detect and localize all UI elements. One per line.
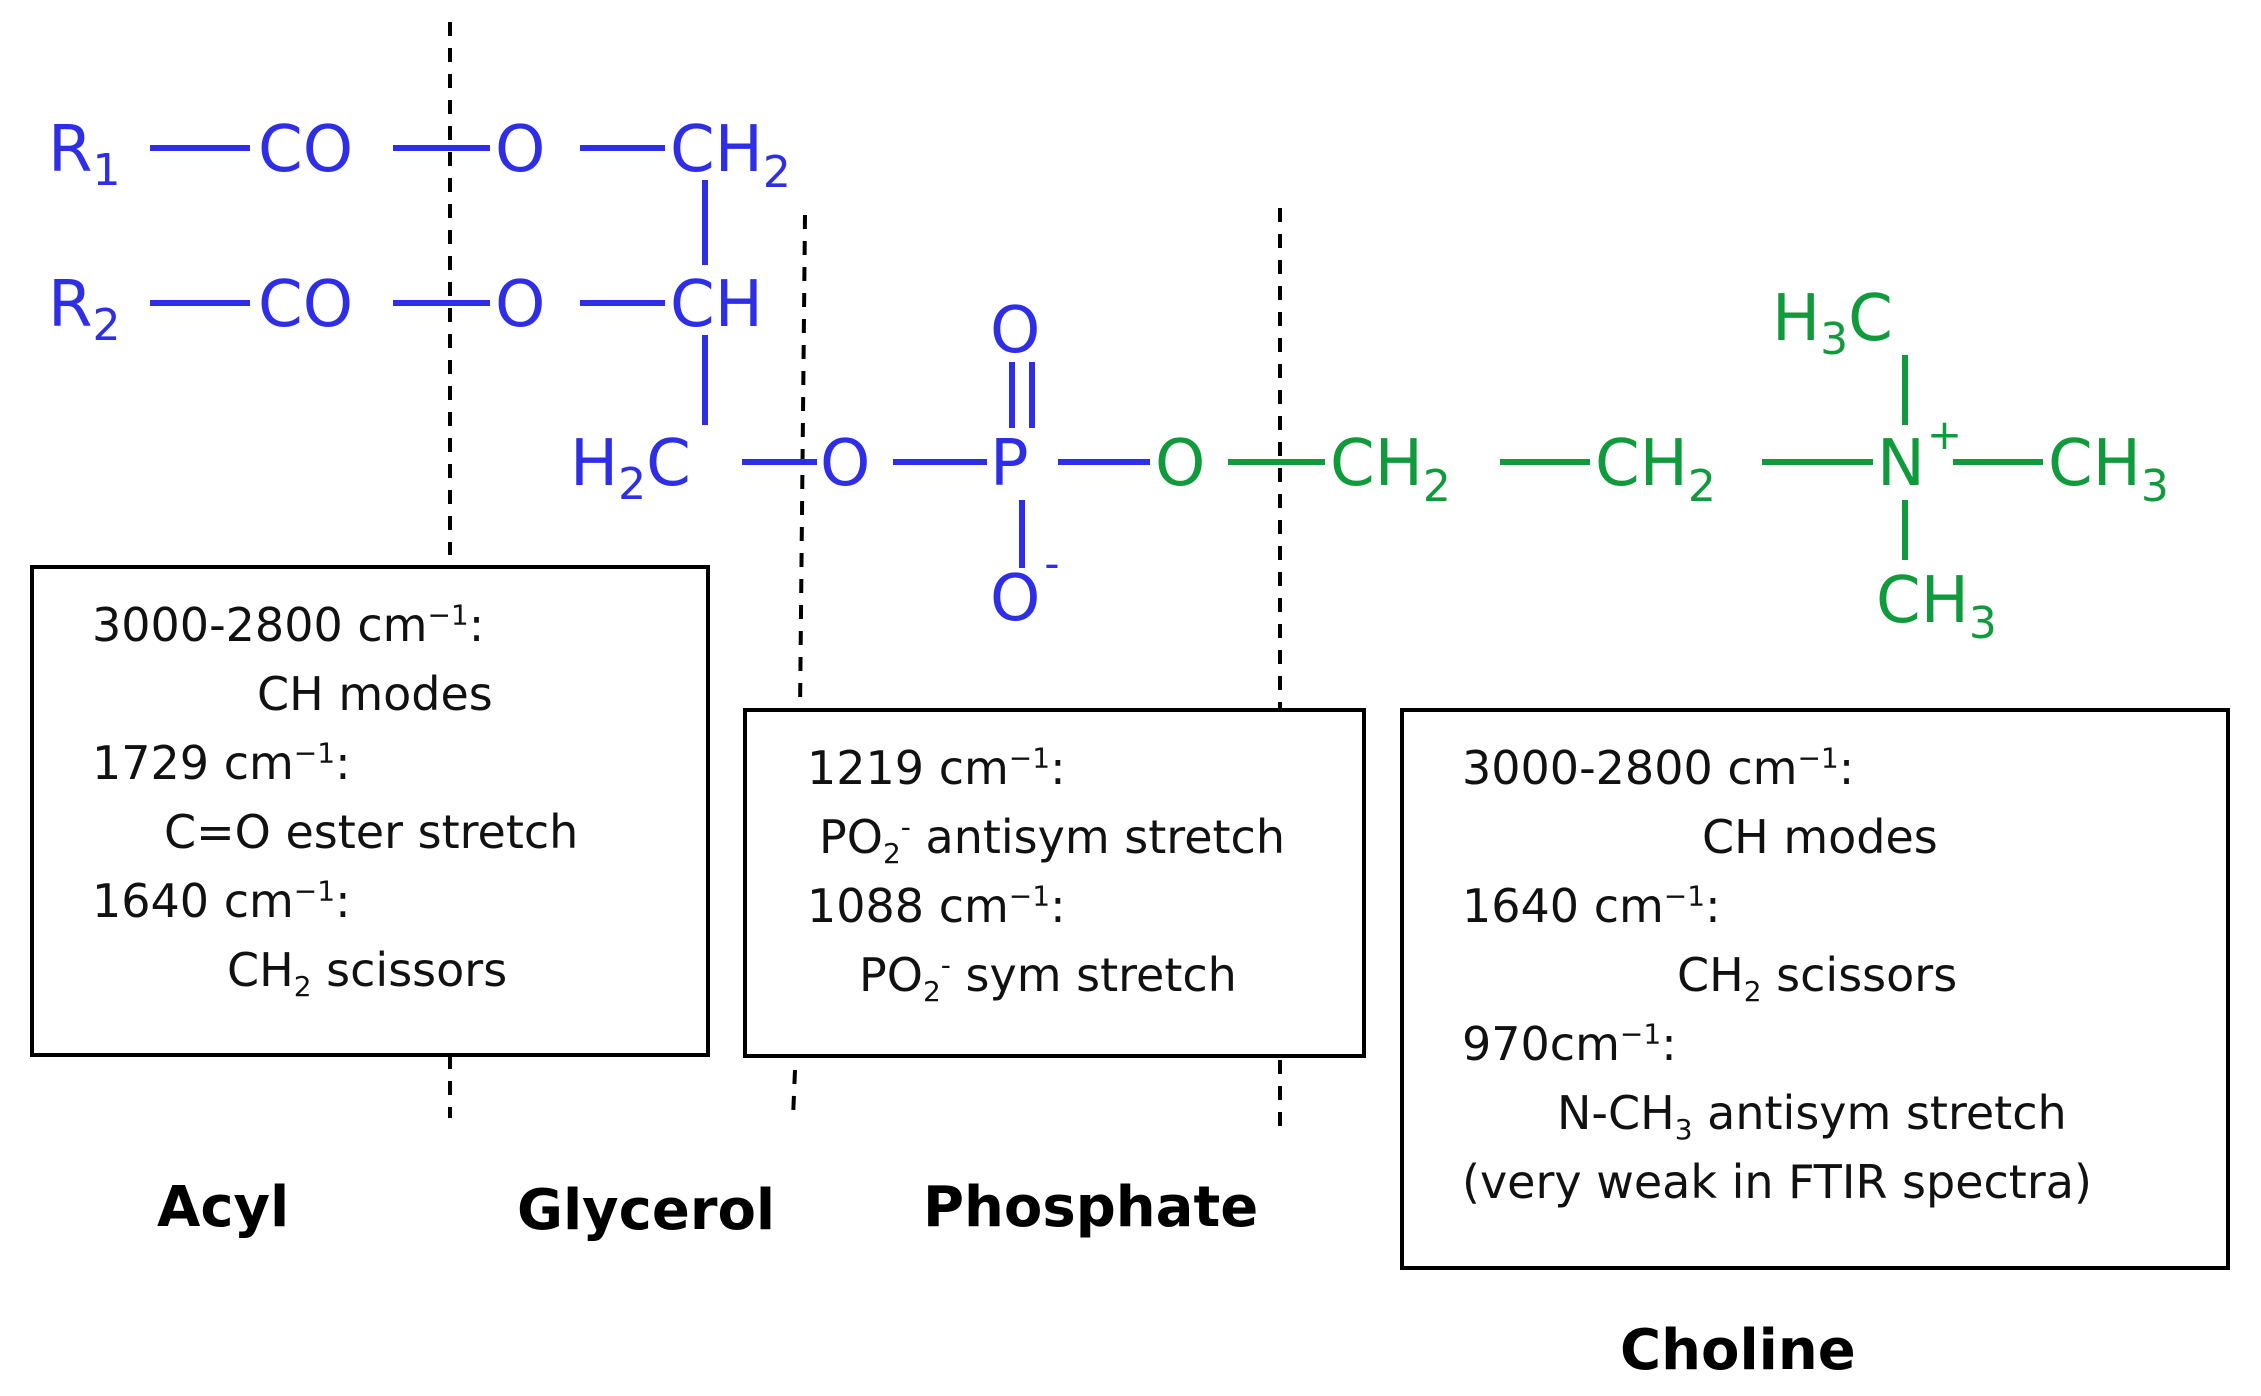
label-acyl: Acyl	[157, 1175, 290, 1240]
atom-ch2-1: CH2	[670, 113, 791, 198]
atom-o-bottom: O-	[990, 539, 1060, 636]
label-choline: Choline	[1620, 1318, 1856, 1383]
acyl-band-2-mode: C=O ester stretch	[164, 805, 579, 859]
choline-band-2-wavenumber: 1640 cm−1:	[1462, 879, 1721, 933]
choline-band-3-wavenumber: 970cm−1:	[1462, 1017, 1677, 1071]
atom-n: N+	[1877, 410, 1962, 501]
phosphate-band-1-mode: PO2- antisym stretch	[819, 810, 1285, 871]
atom-ch3-right: CH3	[2048, 427, 2169, 512]
atom-h3c: H3C	[1772, 282, 1893, 365]
choline-band-3-mode: N-CH3 antisym stretch	[1557, 1086, 2067, 1147]
phosphate-band-2-wavenumber: 1088 cm−1:	[807, 879, 1066, 933]
atom-co-2: CO	[258, 268, 353, 342]
phosphate-band-1-wavenumber: 1219 cm−1:	[807, 741, 1066, 795]
acyl-band-1-wavenumber: 3000-2800 cm−1:	[92, 598, 485, 652]
phosphate-bands-box: 1219 cm−1: PO2- antisym stretch 1088 cm−…	[743, 708, 1366, 1058]
divider-glycerol-phosphate-lower	[791, 1069, 797, 1119]
choline-bands-box: 3000-2800 cm−1: CH modes 1640 cm−1: CH2 …	[1400, 708, 2230, 1270]
atom-o-right: O	[1155, 427, 1205, 501]
acyl-band-3-wavenumber: 1640 cm−1:	[92, 874, 351, 928]
atom-o-1: O	[495, 113, 545, 187]
bonds-acyl-glycerol	[150, 145, 817, 465]
atom-h2c: H2C	[570, 427, 691, 510]
bonds-phosphate	[893, 362, 1150, 568]
atoms-choline: CH2 CH2 N+ CH3 H3C CH3	[1330, 282, 2169, 649]
acyl-band-1-mode: CH modes	[257, 667, 493, 721]
bonds-choline	[1228, 355, 2043, 560]
acyl-band-3-mode: CH2 scissors	[227, 943, 508, 1004]
acyl-band-2-wavenumber: 1729 cm−1:	[92, 736, 351, 790]
choline-band-1-wavenumber: 3000-2800 cm−1:	[1462, 741, 1855, 795]
choline-band-2-mode: CH2 scissors	[1677, 948, 1958, 1009]
label-glycerol: Glycerol	[517, 1178, 776, 1243]
phosphate-band-2-mode: PO2- sym stretch	[859, 948, 1237, 1009]
atom-r2: R2	[48, 268, 120, 351]
atom-r1: R1	[48, 113, 120, 196]
atom-co-1: CO	[258, 113, 353, 187]
atom-p: P	[990, 427, 1029, 501]
atom-ch2b: CH2	[1595, 427, 1716, 512]
atom-o-2: O	[495, 268, 545, 342]
choline-band-3-note: (very weak in FTIR spectra)	[1462, 1155, 2092, 1209]
atom-ch2a: CH2	[1330, 427, 1451, 512]
label-phosphate: Phosphate	[923, 1175, 1259, 1240]
region-dividers	[448, 22, 1282, 1128]
choline-band-1-mode: CH modes	[1702, 810, 1938, 864]
atoms-acyl-glycerol: R1 CO O CH2 R2 CO O CH H2C O	[48, 113, 870, 510]
divider-glycerol-phosphate	[798, 214, 807, 713]
atom-o-top: O	[990, 294, 1040, 368]
atom-ch3-bottom: CH3	[1876, 564, 1997, 649]
acyl-bands-box: 3000-2800 cm−1: CH modes 1729 cm−1: C=O …	[30, 565, 710, 1057]
atom-ch: CH	[670, 268, 763, 342]
atoms-phosphate: P O O- O	[990, 294, 1205, 636]
atom-o-backbone: O	[820, 427, 870, 501]
